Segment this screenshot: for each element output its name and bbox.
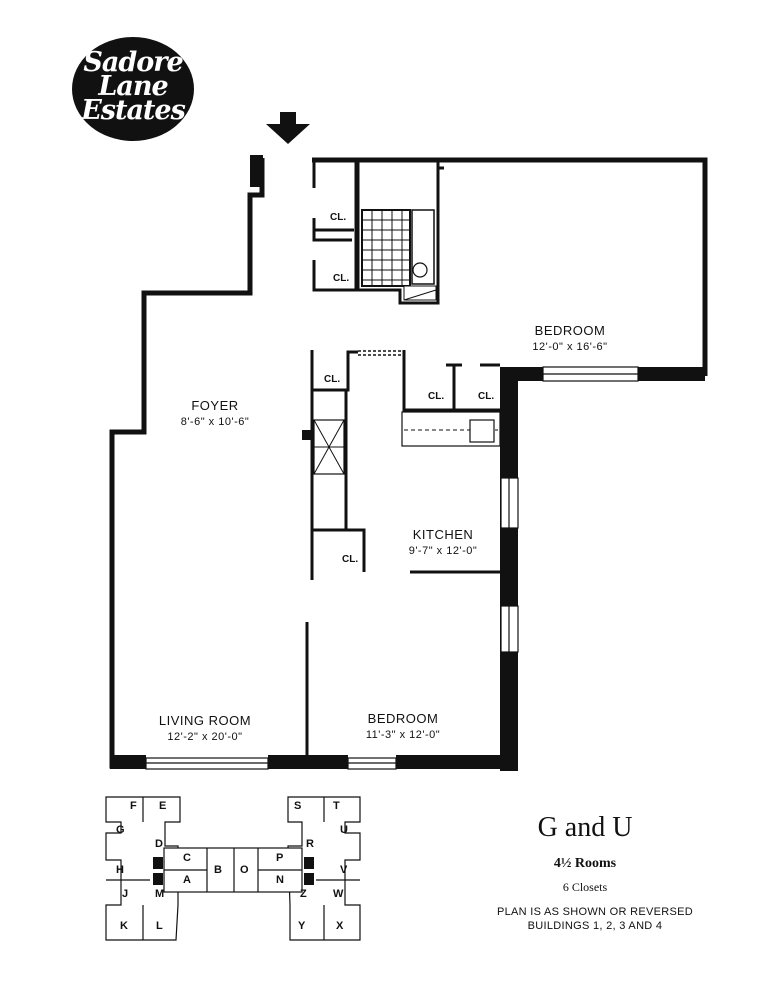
closet-label: CL.: [428, 391, 445, 402]
key-plan-letter: C: [183, 852, 191, 864]
wall-stub: [250, 155, 263, 187]
key-plan-letter: X: [336, 920, 344, 932]
room-name: BEDROOM: [534, 323, 606, 338]
closet-label: CL.: [333, 273, 350, 284]
key-plan-letter: T: [333, 800, 340, 812]
key-plan-letter: H: [116, 864, 124, 876]
room-name: LIVING ROOM: [158, 713, 252, 728]
key-plan-letter: G: [116, 824, 125, 836]
key-plan-marker: [304, 873, 314, 885]
key-plan-letter: B: [214, 864, 222, 876]
windows: [145, 366, 639, 770]
sink-icon: [469, 419, 495, 443]
key-plan-letter: L: [156, 920, 163, 932]
key-plan-marker: [153, 857, 163, 869]
logo-line: Sadore: [83, 47, 183, 78]
key-plan-letter: K: [120, 920, 128, 932]
key-plan-letter: U: [340, 824, 348, 836]
key-plan-letter: Y: [298, 920, 306, 932]
unit-rooms: 4½ Rooms: [553, 856, 617, 871]
key-plan-marker: [304, 857, 314, 869]
key-plan-letter: V: [340, 864, 348, 876]
south-wall-thick: [110, 755, 146, 769]
key-plan-letter: S: [294, 800, 302, 812]
unit-name: G and U: [537, 812, 633, 843]
room-dimensions: 9'-7" x 12'-0": [408, 545, 478, 557]
key-plan-letter: A: [183, 874, 191, 886]
closet-label: CL.: [324, 374, 341, 385]
key-plan-letter: W: [333, 888, 344, 900]
interior-walls: [305, 160, 500, 755]
key-plan-letter: M: [155, 888, 165, 900]
bath-door: [403, 285, 437, 301]
key-plan-letter: P: [276, 852, 284, 864]
bath-door: [403, 289, 437, 301]
closet-label: CL.: [330, 212, 347, 223]
plan-note: BUILDINGS 1, 2, 3 AND 4: [527, 920, 663, 932]
unit-closets: 6 Closets: [562, 880, 608, 894]
key-plan-letter: O: [240, 864, 249, 876]
room-name: FOYER: [191, 398, 239, 413]
key-plan-marker: [153, 873, 163, 885]
room-name: BEDROOM: [367, 711, 439, 726]
room-label-kitchen: KITCHEN 9'-7" x 12'-0": [383, 527, 503, 557]
bathroom-tile-grid: [361, 209, 411, 287]
outer-walls: [109, 157, 708, 769]
east-wall: [500, 367, 518, 771]
key-plan: [105, 796, 361, 941]
room-label-foyer: FOYER 8'-6" x 10'-6": [155, 398, 275, 428]
south-wall-thick: [268, 755, 348, 769]
sadore-lane-estates-logo: Sadore Lane Estates: [72, 37, 194, 141]
plan-note: PLAN IS AS SHOWN OR REVERSED: [496, 906, 694, 918]
door-jamb: [302, 430, 312, 440]
room-label-bedroom-second: BEDROOM 11'-3" x 12'-0": [343, 711, 463, 741]
south-wall-thick: [396, 755, 518, 769]
toilet-icon: [412, 262, 428, 278]
logo-line: Lane: [98, 71, 168, 102]
room-dimensions: 12'-0" x 16'-6": [532, 341, 608, 353]
entry-arrow-icon: [266, 112, 310, 144]
key-plan-letter: Z: [300, 888, 307, 900]
room-name: KITCHEN: [412, 527, 474, 542]
closet-label: CL.: [478, 391, 495, 402]
key-plan-letter: R: [306, 838, 314, 850]
room-dimensions: 11'-3" x 12'-0": [365, 729, 441, 741]
key-plan-letter: F: [130, 800, 137, 812]
key-plan-letter: J: [122, 888, 129, 900]
room-label-bedroom-main: BEDROOM 12'-0" x 16'-6": [510, 323, 630, 353]
key-plan-letter: N: [276, 874, 284, 886]
room-dimensions: 8'-6" x 10'-6": [180, 416, 250, 428]
room-dimensions: 12'-2" x 20'-0": [167, 731, 243, 743]
closet-label: CL.: [342, 554, 359, 565]
logo-line: Estates: [81, 95, 186, 126]
key-plan-letter: D: [155, 838, 163, 850]
key-plan-letter: E: [159, 800, 167, 812]
room-label-living-room: LIVING ROOM 12'-2" x 20'-0": [140, 713, 270, 743]
